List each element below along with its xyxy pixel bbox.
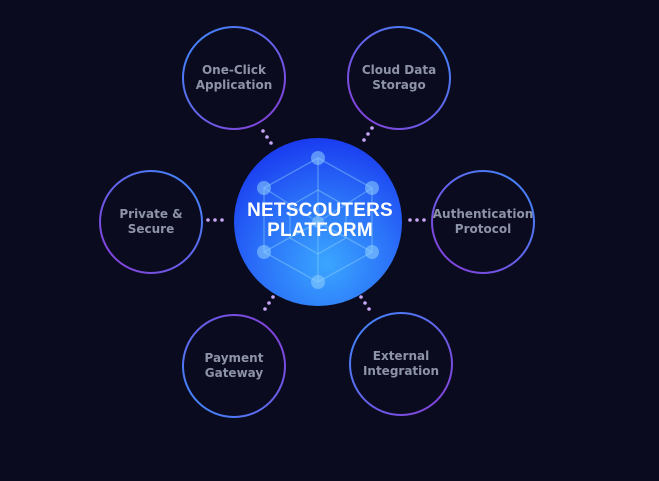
ring-private-secure	[99, 170, 203, 274]
ring-external-integration	[349, 312, 453, 416]
node-one-click-application: One-Click Application	[182, 26, 286, 130]
node-cloud-data-storago: Cloud Data Storago	[347, 26, 451, 130]
node-label: One-Click Application	[195, 63, 273, 92]
node-label: Cloud Data Storago	[361, 63, 437, 92]
center-title-line2: PLATFORM	[267, 220, 373, 241]
ring-cloud-data-storago	[347, 26, 451, 130]
center-title-line1: NETSCOUTERS	[247, 200, 393, 221]
ring-payment-gateway	[182, 314, 286, 418]
node-authentication-protocol: Authentication Protocol	[431, 170, 535, 274]
node-label: Authentication Protocol	[432, 207, 534, 236]
node-label: Private & Secure	[119, 207, 183, 236]
ring-one-click-application	[182, 26, 286, 130]
node-external-integration: External Integration	[349, 312, 453, 416]
ring-authentication-protocol	[431, 170, 535, 274]
network-nodes	[257, 151, 379, 289]
node-label: Payment Gateway	[204, 351, 264, 380]
connector-dots	[206, 126, 426, 311]
node-label: External Integration	[362, 349, 440, 378]
center-title: NETSCOUTERS PLATFORM	[238, 166, 402, 276]
node-private-secure: Private & Secure	[99, 170, 203, 274]
node-payment-gateway: Payment Gateway	[182, 314, 286, 418]
